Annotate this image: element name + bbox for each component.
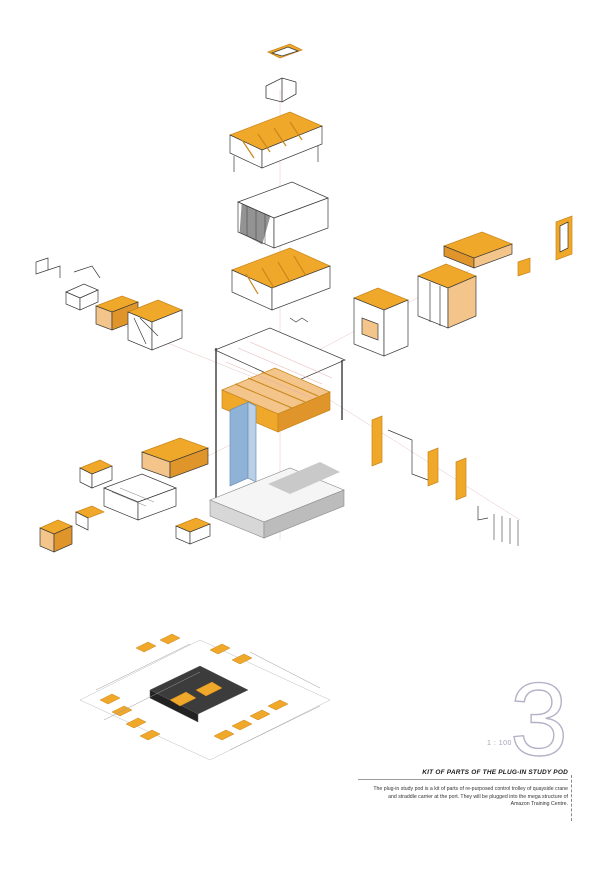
- caption-line: The plug-in study pod is a kit of parts …: [373, 786, 568, 792]
- site-axonometric: [79, 633, 331, 761]
- caption-title: KIT OF PARTS OF THE PLUG-IN STUDY POD: [358, 769, 568, 780]
- central-pod-assembly: [214, 327, 346, 500]
- lower-left-parts: [39, 437, 211, 553]
- caption-dashed-rule: [571, 775, 572, 821]
- caption-line: Amazon Training Centre.: [510, 801, 568, 808]
- glazing-module-part: [237, 181, 329, 249]
- left-module-parts: [95, 295, 183, 351]
- scale-label: 1 : 100: [487, 740, 512, 747]
- caption-block: KIT OF PARTS OF THE PLUG-IN STUDY POD Th…: [358, 769, 568, 809]
- caption-body: The plug-in study pod is a kit of parts …: [358, 786, 568, 809]
- sheet-number: 3: [509, 662, 568, 778]
- caption-line: and straddle carrier at the port. They w…: [388, 793, 568, 800]
- roof-hatch-part: [265, 43, 304, 103]
- left-stair-parts: [35, 257, 101, 311]
- base-plinth: [209, 462, 345, 539]
- right-loose-panels: [371, 415, 519, 546]
- roof-frame-part: [229, 111, 323, 172]
- floor-deck-part: [231, 247, 331, 323]
- right-wall-panels: [353, 215, 573, 357]
